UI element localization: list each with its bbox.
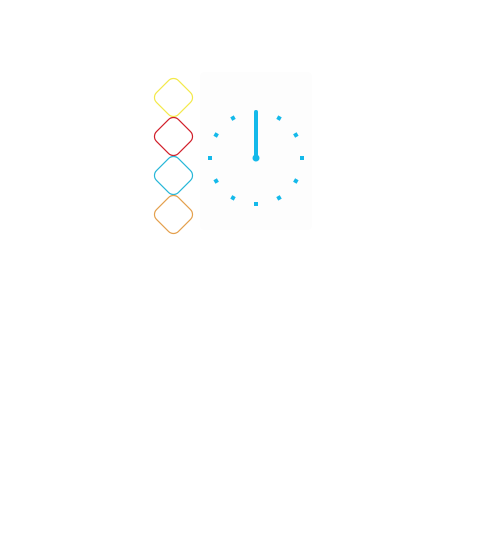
swatch-diamond bbox=[153, 155, 194, 196]
color-swatch-column bbox=[150, 74, 197, 238]
color-swatch-red[interactable] bbox=[150, 113, 197, 160]
color-swatch-orange[interactable] bbox=[150, 191, 197, 238]
color-swatch-cyan[interactable] bbox=[150, 152, 197, 199]
swatch-diamond bbox=[153, 194, 194, 235]
hour-mark bbox=[293, 178, 299, 184]
hour-mark bbox=[230, 115, 236, 121]
hour-mark bbox=[230, 195, 236, 201]
hour-mark bbox=[213, 132, 219, 138]
clock-face bbox=[208, 110, 304, 206]
color-swatch-yellow[interactable] bbox=[150, 74, 197, 121]
hour-mark bbox=[213, 178, 219, 184]
hour-mark bbox=[276, 195, 282, 201]
hour-mark bbox=[276, 115, 282, 121]
clock-center bbox=[252, 154, 260, 162]
hour-mark bbox=[300, 156, 304, 160]
hour-mark bbox=[254, 202, 258, 206]
hour-mark bbox=[293, 132, 299, 138]
swatch-diamond bbox=[153, 116, 194, 157]
hour-mark bbox=[208, 156, 212, 160]
swatch-diamond bbox=[153, 77, 194, 118]
clock-widget bbox=[200, 72, 312, 230]
